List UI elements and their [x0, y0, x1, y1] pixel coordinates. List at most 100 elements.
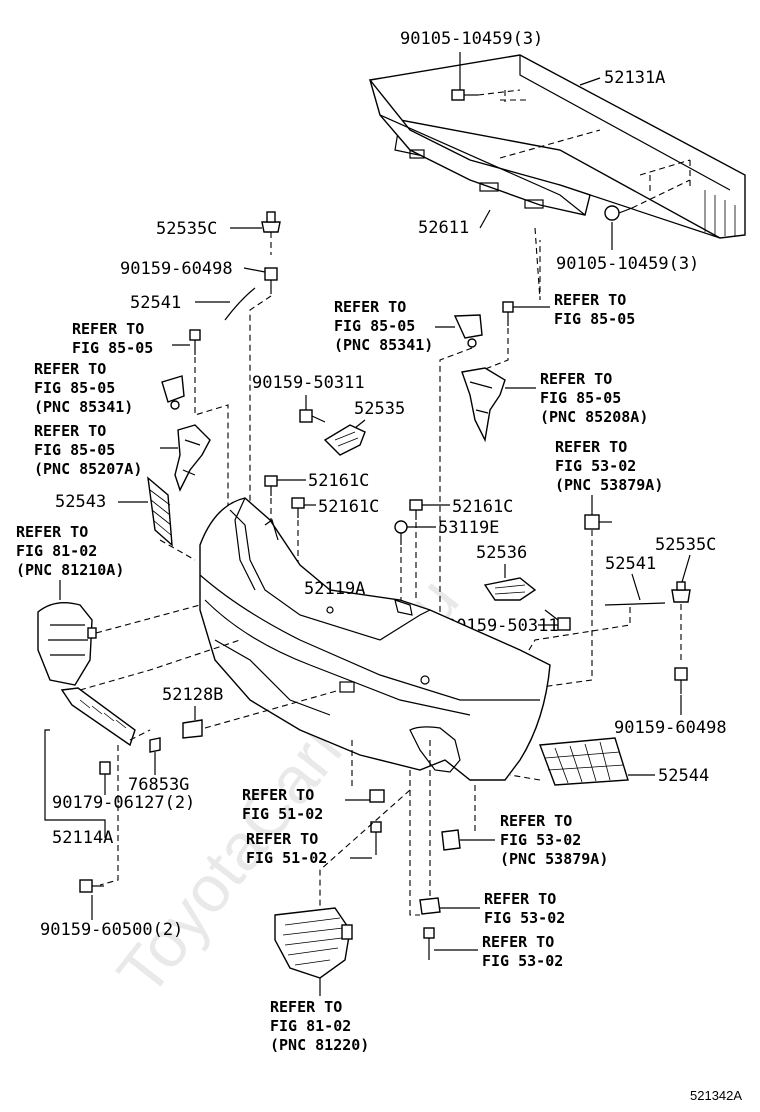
label-52535C-right: 52535C — [655, 535, 716, 555]
clip-52161C-b[interactable] — [291, 497, 305, 518]
refer-fig-85-05-a[interactable]: REFER TO FIG 85-05 — [72, 320, 153, 357]
bracket-clip-lower[interactable] — [369, 789, 385, 803]
clip-90179[interactable] — [99, 761, 111, 775]
svg-text:REFER TO: REFER TO — [482, 933, 554, 951]
bracket-pad-right[interactable] — [453, 314, 483, 348]
clip-lower-a[interactable] — [419, 897, 441, 915]
retainer-52535C-right[interactable] — [671, 581, 691, 603]
retainer-52535C-left[interactable] — [261, 211, 281, 233]
refer-fig-85-05-pnc-85208A[interactable]: REFER TO FIG 85-05 (PNC 85208A) — [540, 370, 648, 426]
label-52535: 52535 — [354, 399, 405, 419]
clip-52161C-a[interactable] — [264, 475, 278, 496]
svg-text:REFER TO: REFER TO — [334, 298, 406, 316]
label-52161C-3: 52161C — [452, 497, 513, 517]
svg-text:FIG 53-02: FIG 53-02 — [484, 909, 565, 927]
label-90179-06127: 90179-06127(2) — [52, 793, 195, 813]
screw-icon[interactable] — [544, 609, 571, 631]
refer-fig-51-02-a[interactable]: REFER TO FIG 51-02 — [242, 786, 323, 823]
label-90105-10459-bottom: 90105-10459(3) — [556, 254, 699, 274]
svg-text:FIG 53-02: FIG 53-02 — [500, 831, 581, 849]
screw-icon[interactable] — [674, 667, 688, 694]
svg-text:(PNC 53879A): (PNC 53879A) — [500, 850, 608, 868]
label-90159-60500: 90159-60500(2) — [40, 920, 183, 940]
bolt-icon[interactable] — [604, 205, 633, 221]
label-52543: 52543 — [55, 492, 106, 512]
refer-fig-53-02-a[interactable]: REFER TO FIG 53-02 — [484, 890, 565, 927]
label-52131A: 52131A — [604, 68, 665, 88]
refer-fig-85-05-pnc-85341-center[interactable]: REFER TO FIG 85-05 (PNC 85341) — [334, 298, 433, 354]
svg-text:FIG 85-05: FIG 85-05 — [540, 389, 621, 407]
svg-text:FIG 81-02: FIG 81-02 — [16, 542, 97, 560]
retainer-52536[interactable] — [483, 577, 537, 601]
svg-text:(PNC 85208A): (PNC 85208A) — [540, 408, 648, 426]
bumper-energy-absorber-52611[interactable] — [369, 79, 591, 216]
refer-fig-81-02-pnc-81210A[interactable]: REFER TO FIG 81-02 (PNC 81210A) — [16, 523, 124, 579]
screw-icon[interactable] — [299, 409, 326, 423]
svg-text:FIG 51-02: FIG 51-02 — [242, 805, 323, 823]
label-52536: 52536 — [476, 543, 527, 563]
screw-icon[interactable] — [79, 879, 104, 893]
screw-icon[interactable] — [502, 301, 514, 326]
label-52114A: 52114A — [52, 828, 113, 848]
refer-fig-53-02-pnc-53879A-lower[interactable]: REFER TO FIG 53-02 (PNC 53879A) — [500, 812, 608, 868]
screw-icon[interactable] — [370, 821, 382, 855]
screw-icon[interactable] — [423, 927, 435, 960]
label-90159-50311-mid: 90159-50311 — [252, 373, 365, 393]
refer-fig-53-02-b[interactable]: REFER TO FIG 53-02 — [482, 933, 563, 970]
refer-fig-85-05-b[interactable]: REFER TO FIG 85-05 — [554, 291, 635, 328]
plug-cover-52128B[interactable] — [182, 719, 203, 739]
svg-text:REFER TO: REFER TO — [72, 320, 144, 338]
clip-52161C-c[interactable] — [409, 499, 423, 520]
label-52544: 52544 — [658, 766, 709, 786]
svg-text:FIG 85-05: FIG 85-05 — [72, 339, 153, 357]
bracket-clip-53879A-lower[interactable] — [441, 829, 461, 851]
label-90159-60498-left: 90159-60498 — [120, 259, 233, 279]
fog-cover-grille-52543[interactable] — [147, 476, 173, 547]
svg-text:REFER TO: REFER TO — [270, 998, 342, 1016]
bumper-cover-52119A[interactable] — [199, 497, 551, 781]
svg-text:REFER TO: REFER TO — [34, 360, 106, 378]
svg-text:REFER TO: REFER TO — [246, 830, 318, 848]
headlamp-washer-nozzle-left[interactable] — [174, 424, 211, 492]
svg-text:REFER TO: REFER TO — [500, 812, 572, 830]
svg-text:(PNC 85341): (PNC 85341) — [334, 336, 433, 354]
clip-53119E[interactable] — [394, 520, 408, 545]
fog-lamp-left[interactable] — [37, 602, 97, 686]
svg-text:(PNC 85207A): (PNC 85207A) — [34, 460, 142, 478]
bolt-icon[interactable] — [451, 89, 478, 101]
refer-fig-85-05-pnc-85207A[interactable]: REFER TO FIG 85-05 (PNC 85207A) — [34, 422, 142, 478]
svg-text:REFER TO: REFER TO — [242, 786, 314, 804]
moulding-52541-right[interactable] — [604, 602, 666, 606]
label-90105-10459-top: 90105-10459(3) — [400, 29, 543, 49]
label-52161C-1: 52161C — [308, 471, 369, 491]
screw-icon[interactable] — [264, 267, 278, 294]
moulding-52541-left[interactable] — [224, 287, 256, 321]
svg-text:REFER TO: REFER TO — [554, 291, 626, 309]
svg-text:REFER TO: REFER TO — [16, 523, 88, 541]
refer-fig-81-02-pnc-81220[interactable]: REFER TO FIG 81-02 (PNC 81220) — [270, 998, 369, 1054]
svg-text:FIG 85-05: FIG 85-05 — [554, 310, 635, 328]
svg-text:FIG 85-05: FIG 85-05 — [334, 317, 415, 335]
fog-cover-grille-52544[interactable] — [539, 737, 629, 786]
bracket-pad-left[interactable] — [161, 375, 185, 410]
diagram-id: 521342A — [690, 1088, 742, 1103]
svg-text:REFER TO: REFER TO — [484, 890, 556, 908]
svg-text:REFER TO: REFER TO — [540, 370, 612, 388]
label-52541-left: 52541 — [130, 293, 181, 313]
svg-text:(PNC 81220): (PNC 81220) — [270, 1036, 369, 1054]
svg-text:(PNC 81210A): (PNC 81210A) — [16, 561, 124, 579]
refer-fig-51-02-b[interactable]: REFER TO FIG 51-02 — [246, 830, 327, 867]
refer-fig-85-05-pnc-85341-left[interactable]: REFER TO FIG 85-05 (PNC 85341) — [34, 360, 133, 416]
bracket-clip-53879A[interactable] — [584, 514, 612, 530]
refer-fig-53-02-pnc-53879A-upper[interactable]: REFER TO FIG 53-02 (PNC 53879A) — [555, 438, 663, 494]
bumper-retainer-52114A[interactable] — [60, 687, 136, 747]
headlamp-washer-nozzle-right[interactable] — [461, 367, 506, 443]
nut-76853G[interactable] — [149, 737, 161, 753]
fog-lamp-right[interactable] — [274, 907, 353, 979]
screw-icon[interactable] — [189, 329, 201, 355]
svg-text:FIG 81-02: FIG 81-02 — [270, 1017, 351, 1035]
label-53119E: 53119E — [438, 518, 499, 538]
retainer-52535[interactable] — [323, 424, 366, 456]
